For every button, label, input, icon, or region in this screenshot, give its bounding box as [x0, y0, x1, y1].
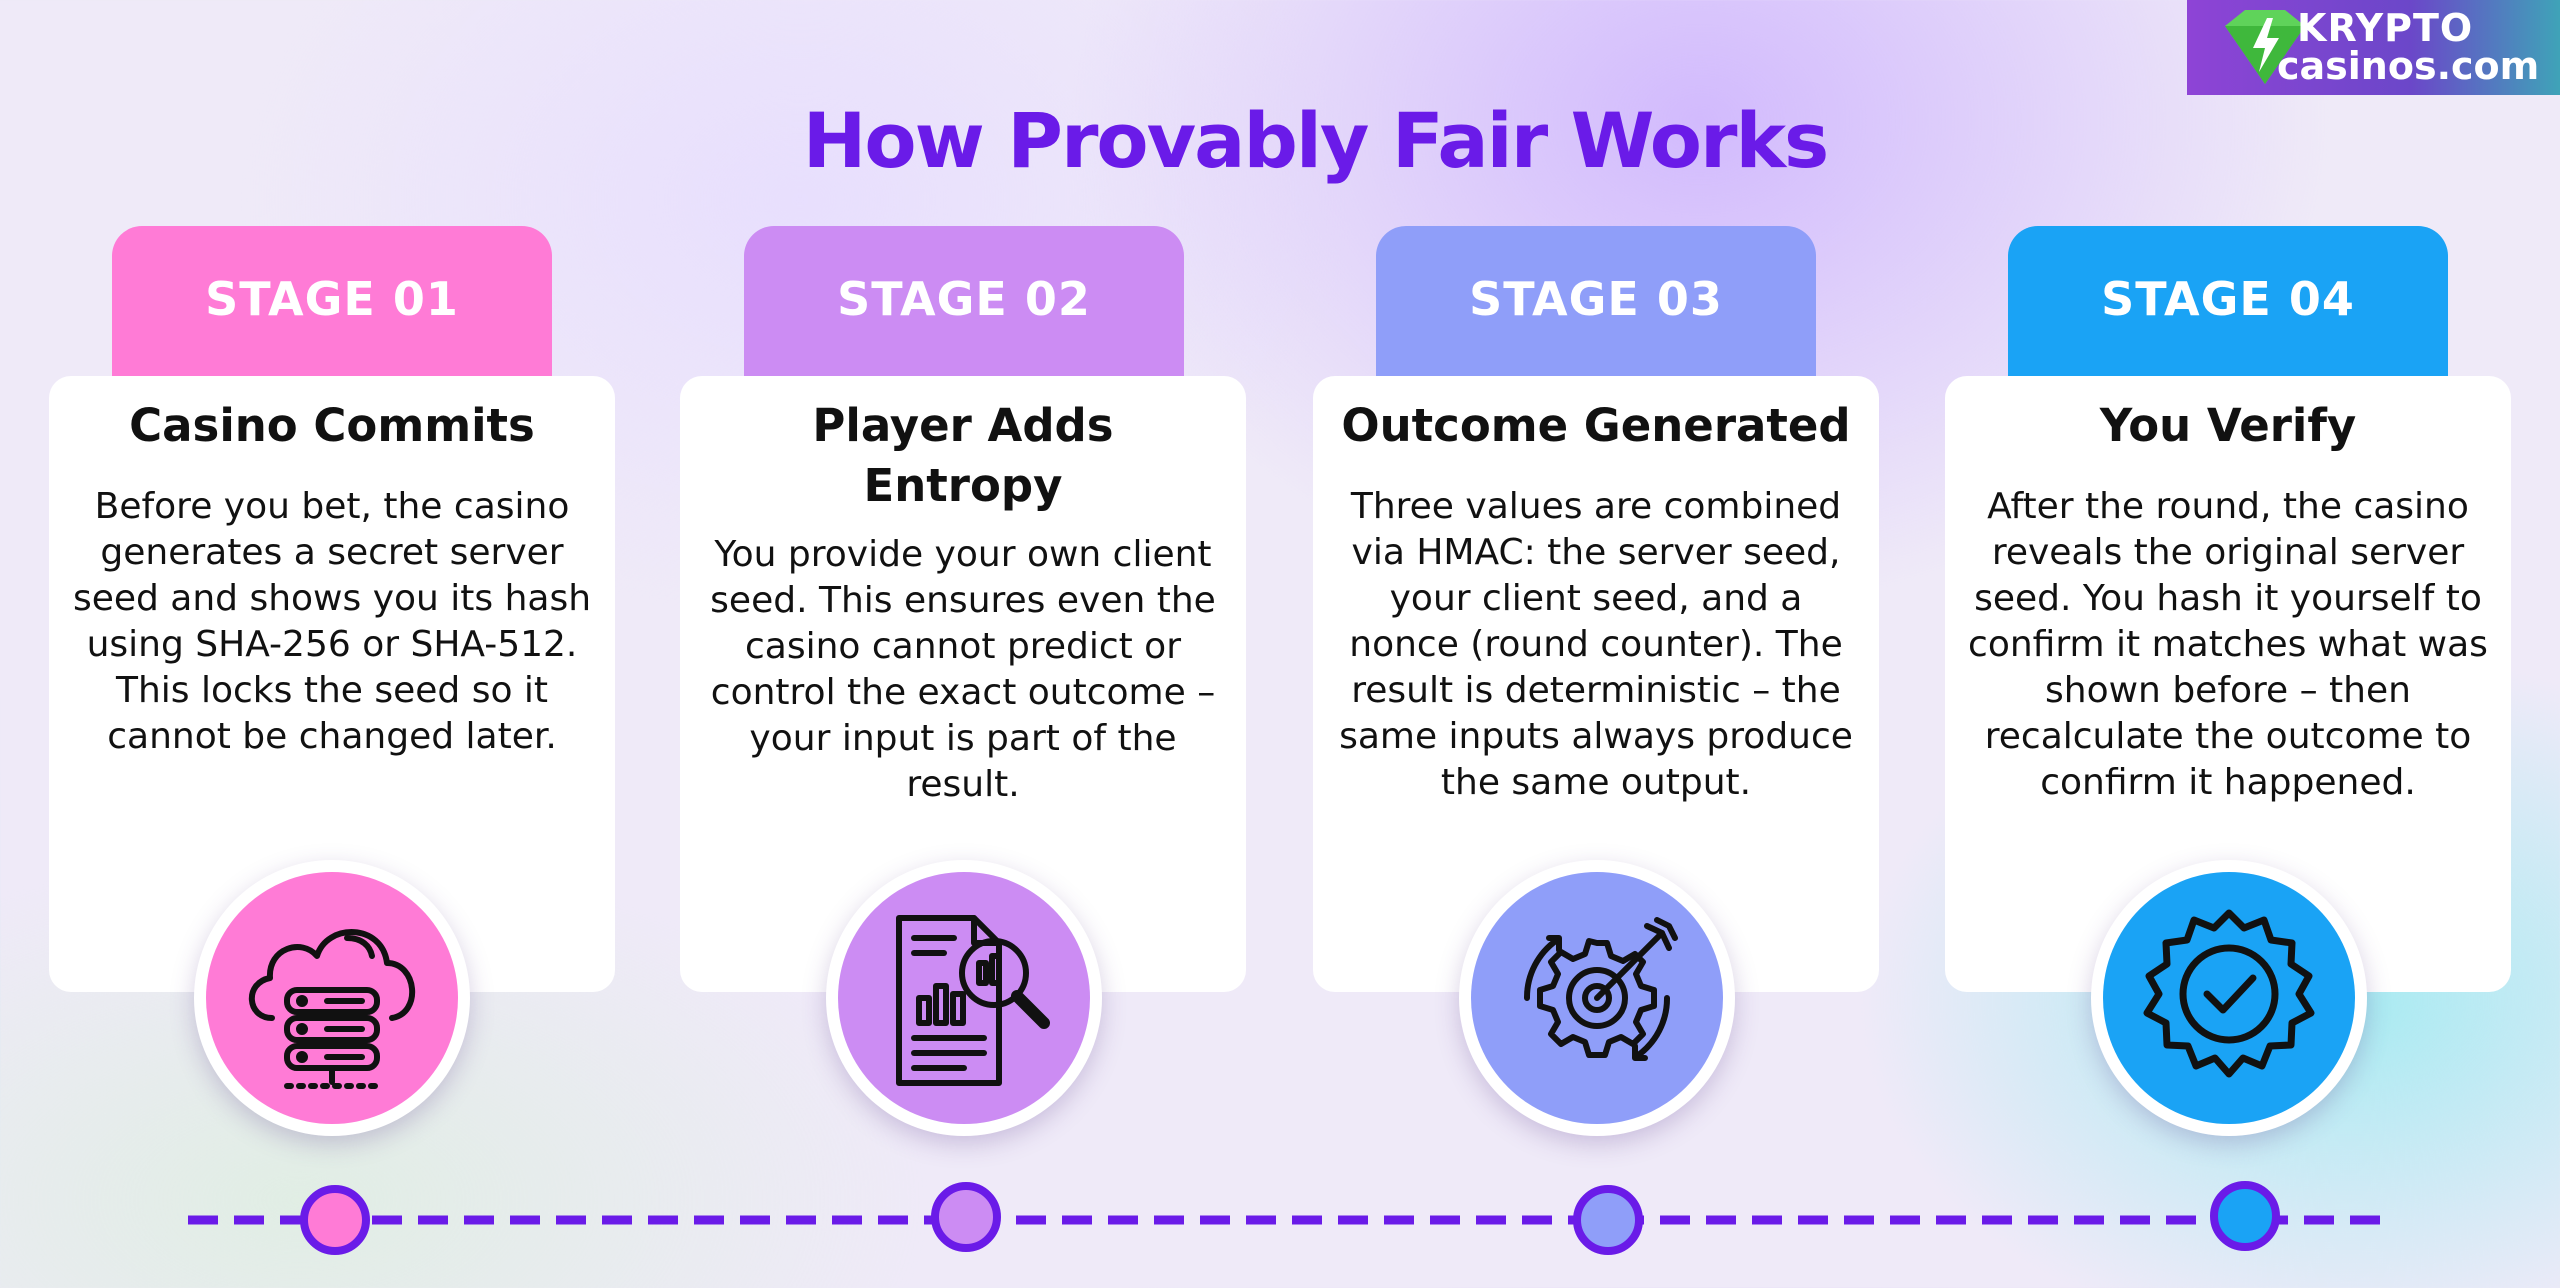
timeline-dot-2	[931, 1182, 1001, 1252]
stage-3-description: Three values are combined via HMAC: the …	[1339, 486, 1853, 803]
brand-line-2: casinos.com	[2277, 44, 2540, 88]
gear-target-icon	[1523, 917, 1678, 1061]
stage-1-icon-badge	[194, 860, 470, 1136]
stage-4-card: You Verify After the round, the casino r…	[1945, 376, 2511, 992]
stage-3-heading: Outcome Generated	[1341, 399, 1851, 452]
cloud-server-icon	[248, 929, 416, 1089]
stage-4-icon-badge	[2091, 860, 2367, 1136]
stage-1-description: Before you bet, the casino generates a s…	[72, 486, 592, 757]
stage-4-heading: You Verify	[2099, 399, 2357, 452]
stage-2-heading: Player Adds Entropy	[812, 399, 1114, 512]
report-magnifier-icon	[896, 915, 1050, 1086]
verified-badge-icon	[2143, 909, 2315, 1078]
stage-1-heading: Casino Commits	[129, 399, 535, 452]
stage-4-description: After the round, the casino reveals the …	[1968, 486, 2488, 803]
stage-2-icon-badge	[826, 860, 1102, 1136]
stage-1-card: Casino Commits Before you bet, the casin…	[49, 376, 615, 992]
stage-4-tab: STAGE 04	[2008, 226, 2448, 376]
page-title: How Provably Fair Works	[802, 96, 1830, 185]
stage-2-tab: STAGE 02	[744, 226, 1184, 376]
brand-logo: KRYPTO casinos.com	[2187, 0, 2560, 95]
stage-3-tab: STAGE 03	[1376, 226, 1816, 376]
timeline-dot-4	[2210, 1181, 2280, 1251]
stage-2-description: You provide your own client seed. This e…	[710, 534, 1216, 805]
timeline-dot-1	[300, 1185, 370, 1255]
stage-3-icon-badge	[1459, 860, 1735, 1136]
timeline-dot-3	[1573, 1185, 1643, 1255]
brand-line-1: KRYPTO	[2297, 6, 2474, 50]
stage-1-tab: STAGE 01	[112, 226, 552, 376]
gem-icon	[2225, 10, 2305, 84]
stage-2-card: Player Adds Entropy You provide your own…	[680, 376, 1246, 992]
